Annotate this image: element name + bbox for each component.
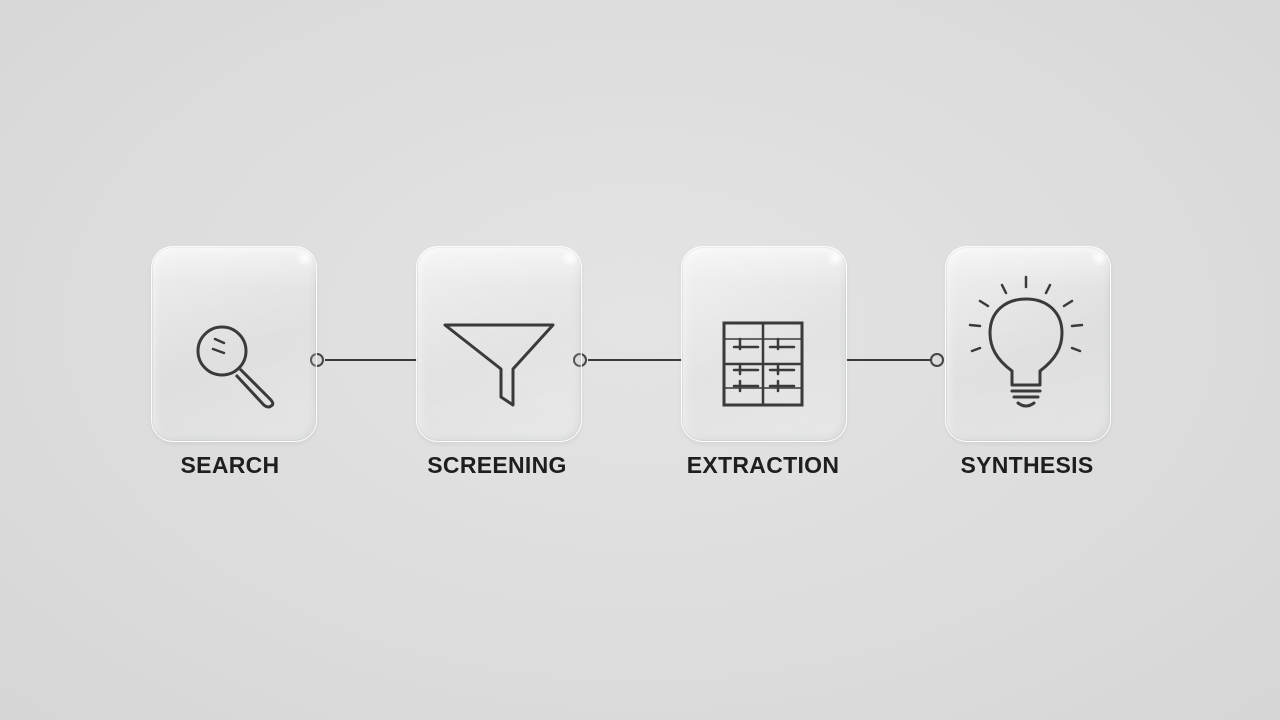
grid-table-icon <box>722 321 804 407</box>
lightbulb-icon <box>968 275 1084 408</box>
step-label-search: SEARCH <box>180 452 280 478</box>
magnifier-icon <box>196 325 275 409</box>
step-card-screening <box>416 246 582 442</box>
connector-1-2 <box>325 359 417 361</box>
step-label-extraction: EXTRACTION <box>686 452 840 478</box>
step-card-synthesis <box>945 246 1111 442</box>
connector-node <box>930 353 944 367</box>
step-label-screening: SCREENING <box>427 452 567 478</box>
funnel-icon <box>443 323 555 407</box>
connector-2-3 <box>588 359 682 361</box>
step-label-synthesis: SYNTHESIS <box>960 452 1094 478</box>
connector-3-4 <box>846 359 934 361</box>
step-card-extraction <box>681 246 847 442</box>
step-card-search <box>151 246 317 442</box>
